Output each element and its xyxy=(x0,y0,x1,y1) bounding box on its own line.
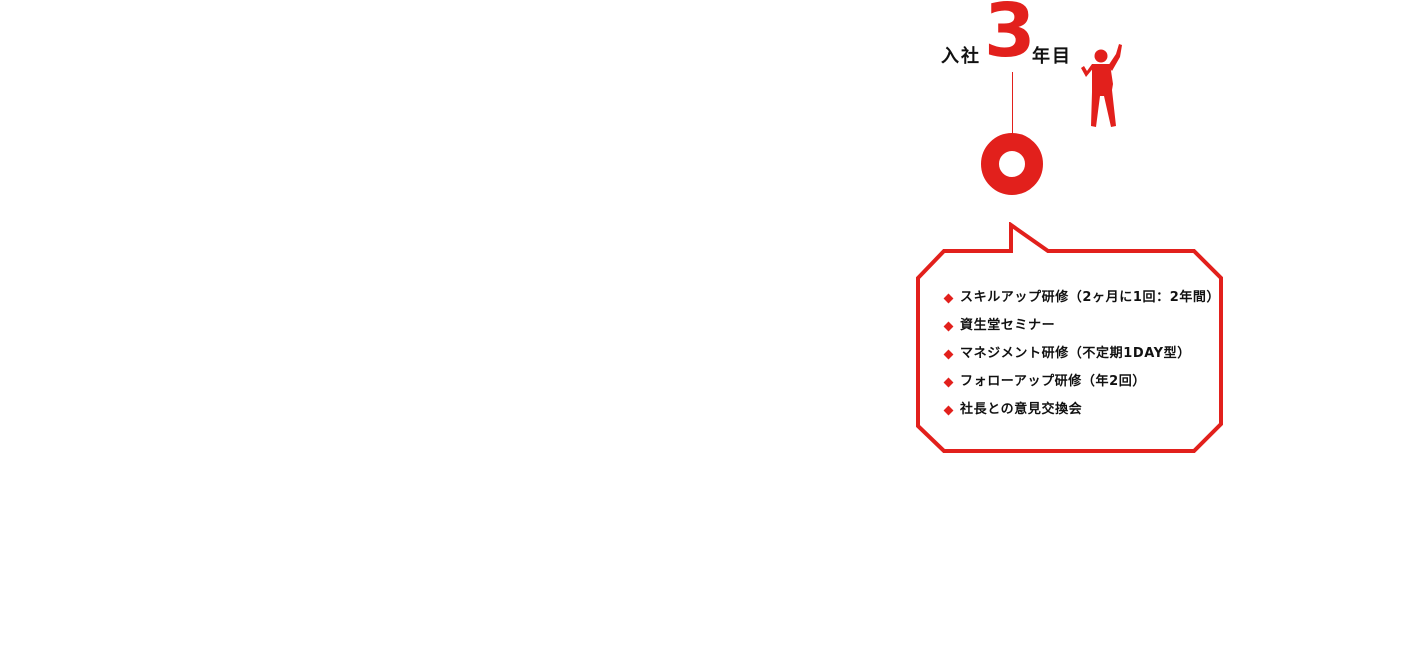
diamond-bullet-icon xyxy=(943,405,954,415)
list-item: マネジメント研修（不定期1DAY型） xyxy=(942,340,1220,368)
year-prefix: 入社 xyxy=(941,46,981,67)
year-number: 3 xyxy=(984,0,1035,74)
diamond-bullet-icon xyxy=(943,377,954,387)
list-item: 資生堂セミナー xyxy=(942,312,1220,340)
diamond-bullet-icon xyxy=(943,321,954,331)
diamond-bullet-icon xyxy=(943,293,954,303)
list-item: 社長との意見交換会 xyxy=(942,396,1220,424)
list-item-label: フォローアップ研修（年2回） xyxy=(960,374,1146,389)
year-suffix: 年目 xyxy=(1032,46,1072,67)
list-item: スキルアップ研修（2ヶ月に1回：2年間） xyxy=(942,284,1220,312)
cheering-person-icon xyxy=(1081,44,1122,127)
training-list: スキルアップ研修（2ヶ月に1回：2年間） 資生堂セミナー マネジメント研修（不定… xyxy=(942,284,1220,424)
list-item-label: スキルアップ研修（2ヶ月に1回：2年間） xyxy=(960,290,1221,305)
timeline-connector xyxy=(1012,72,1013,134)
list-item-label: 資生堂セミナー xyxy=(960,318,1056,333)
ring-marker-icon xyxy=(981,133,1043,195)
diamond-bullet-icon xyxy=(943,349,954,359)
list-item-label: マネジメント研修（不定期1DAY型） xyxy=(960,346,1191,361)
speech-bubble xyxy=(916,222,1223,453)
year-label: 入社 3 年目 xyxy=(936,0,1136,70)
list-item-label: 社長との意見交換会 xyxy=(960,402,1083,417)
list-item: フォローアップ研修（年2回） xyxy=(942,368,1220,396)
